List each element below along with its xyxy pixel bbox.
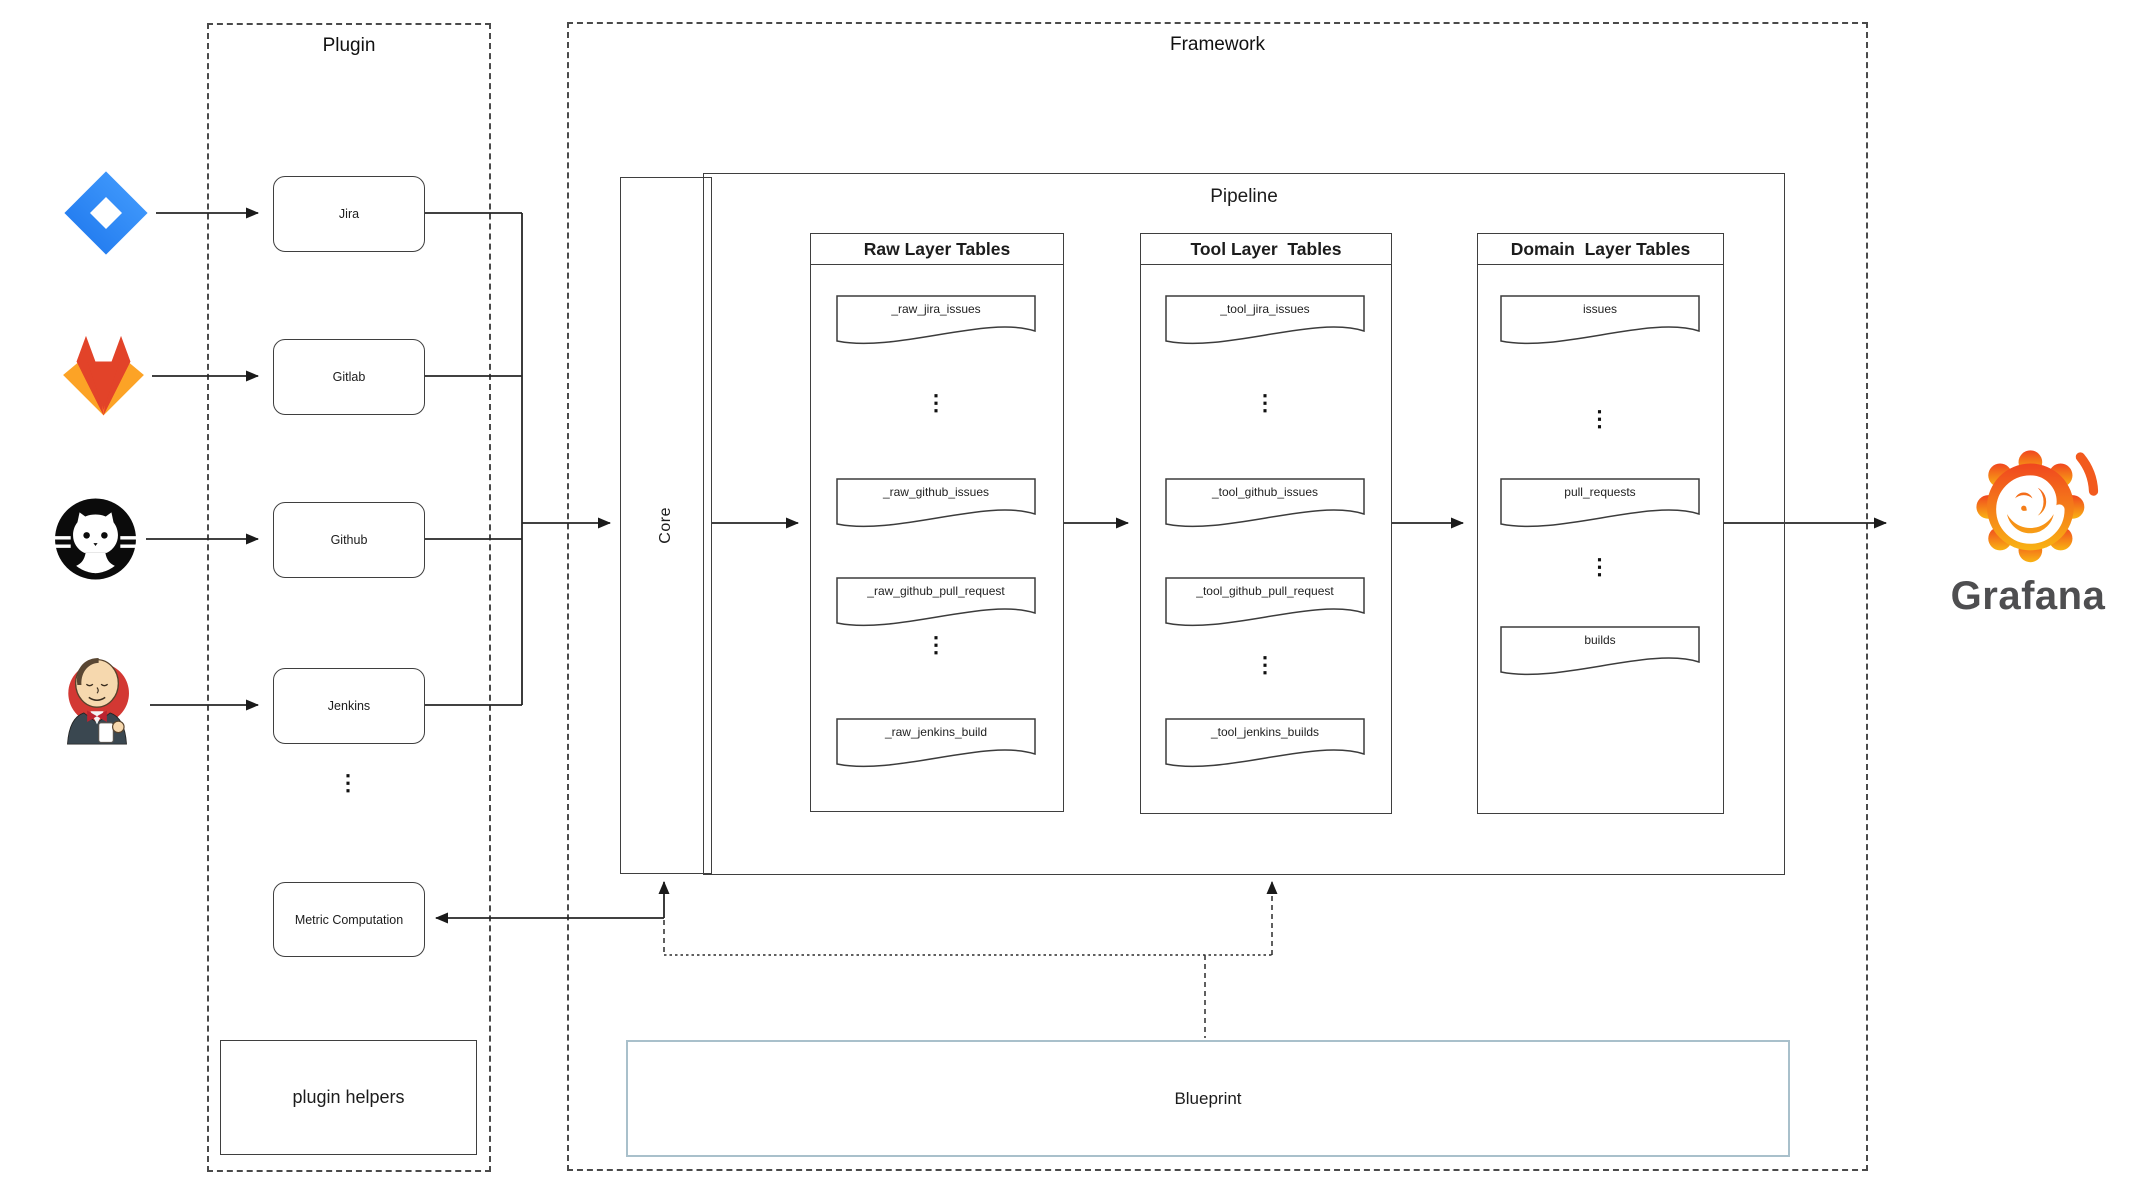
plugin-bus-lines [423, 212, 611, 706]
raw-doc-jira-issues: _raw_jira_issues [836, 295, 1036, 349]
plugin-node-metric-computation: Metric Computation [273, 882, 425, 957]
document-shape [836, 295, 1036, 345]
domain-doc-issues: issues [1500, 295, 1700, 349]
document-shape [836, 577, 1036, 627]
domain-doc-builds: builds [1500, 626, 1700, 680]
plugin-node-jenkins: Jenkins [273, 668, 425, 744]
logo-to-plugin-arrows [146, 207, 259, 711]
core-label: Core [657, 507, 674, 544]
plugin-helpers-box: plugin helpers [220, 1040, 477, 1155]
grafana-logo [1953, 428, 2113, 583]
plugin-panel: Plugin [207, 23, 491, 1172]
tool-layer-column-title: Tool Layer Tables [1141, 234, 1391, 265]
document-shape [1165, 577, 1365, 627]
document-shape [1165, 718, 1365, 768]
jenkins-logo [56, 645, 138, 758]
document-shape [1165, 295, 1365, 345]
raw-ellipsis-1: ⋮ [925, 390, 947, 415]
tool-ellipsis-2: ⋮ [1254, 652, 1276, 677]
gitlab-logo-mark [63, 335, 144, 416]
core-box: Core [620, 177, 712, 874]
plugin-panel-title: Plugin [322, 35, 376, 56]
grafana-logo-mark [1976, 450, 2099, 563]
framework-panel-title: Framework [1169, 34, 1265, 55]
domain-doc-pull-requests: pull_requests [1500, 478, 1700, 532]
github-logo [48, 492, 143, 591]
raw-doc-github-pull-request: _raw_github_pull_request [836, 577, 1036, 631]
plugin-helpers-label: plugin helpers [292, 1087, 405, 1107]
raw-ellipsis-2: ⋮ [925, 632, 947, 657]
document-shape [1500, 295, 1700, 345]
plugin-node-gitlab: Gitlab [273, 339, 425, 415]
plugin-node-jira-label: Jira [338, 207, 360, 221]
jira-logo [58, 163, 154, 268]
gitlab-logo [55, 328, 152, 427]
plugin-node-gitlab-label: Gitlab [332, 370, 366, 384]
pipeline-title: Pipeline [1210, 186, 1278, 207]
document-shape [836, 478, 1036, 528]
raw-doc-github-issues: _raw_github_issues [836, 478, 1036, 532]
tool-ellipsis-1: ⋮ [1254, 390, 1276, 415]
domain-ellipsis-1: ⋮ [1588, 406, 1611, 431]
blueprint-label: Blueprint [1174, 1088, 1242, 1108]
github-logo-mark [52, 498, 139, 580]
document-shape [1165, 478, 1365, 528]
plugin-node-jira: Jira [273, 176, 425, 252]
plugin-node-jenkins-label: Jenkins [327, 699, 371, 713]
domain-ellipsis-2: ⋮ [1588, 554, 1611, 579]
blueprint-config-lines [663, 881, 1278, 1038]
document-shape [836, 718, 1036, 768]
pipeline-box: Pipeline [703, 173, 1785, 875]
tool-doc-jenkins-builds: _tool_jenkins_builds [1165, 718, 1365, 772]
raw-layer-column-title: Raw Layer Tables [811, 234, 1063, 265]
raw-doc-jenkins-build: _raw_jenkins_build [836, 718, 1036, 772]
document-shape [1500, 626, 1700, 676]
core-metric-arrows [435, 881, 670, 924]
framework-panel: Framework [567, 22, 1868, 1171]
tool-doc-jira-issues: _tool_jira_issues [1165, 295, 1365, 349]
tool-doc-github-issues: _tool_github_issues [1165, 478, 1365, 532]
grafana-logo-text: Grafana [1950, 574, 2106, 618]
jenkins-logo-mark [67, 658, 129, 745]
plugin-node-github: Github [273, 502, 425, 578]
plugin-node-github-label: Github [330, 533, 368, 547]
plugin-node-metric-label: Metric Computation [294, 912, 404, 927]
jira-logo-mark [64, 171, 148, 255]
tool-doc-github-pull-request: _tool_github_pull_request [1165, 577, 1365, 631]
blueprint-box: Blueprint [626, 1040, 1790, 1157]
plugin-ellipsis: ⋮ [337, 770, 359, 795]
domain-layer-column-title: Domain Layer Tables [1478, 234, 1723, 265]
document-shape [1500, 478, 1700, 528]
